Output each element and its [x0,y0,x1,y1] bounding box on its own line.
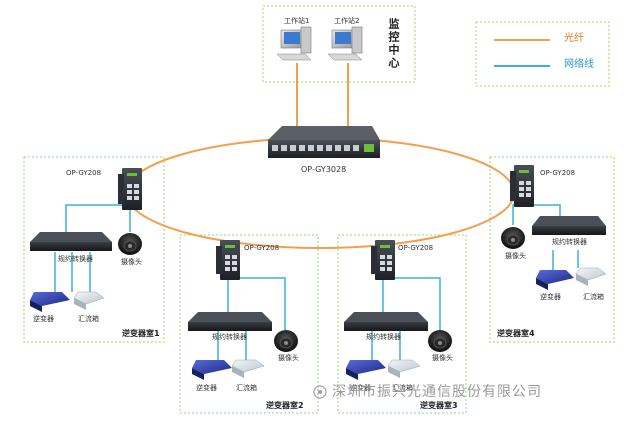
room4-camera-icon [501,227,525,249]
room2-combiner-icon [231,359,265,378]
room1-camera-label: 摄像头 [121,258,142,266]
legend-network-label: 网络线 [564,59,594,70]
room4-camera-label: 摄像头 [505,252,526,260]
room3-box [337,234,467,414]
room3-switch-icon [371,240,395,280]
room2-box [179,234,319,414]
room3-inverter-icon [346,360,386,380]
monitoring-center-box [262,5,416,83]
room3-inverter-label: 逆变器 [350,384,371,392]
room1-switch-icon [118,168,142,210]
room4-inverter-label: 逆变器 [540,293,561,301]
workstation1-label: 工作站1 [284,17,310,25]
room2-switch-label: OP-GY208 [244,244,280,252]
room1-converter-label: 规约转换器 [58,255,93,263]
room2-title: 逆变器室2 [266,401,304,410]
room4-converter-label: 规约转换器 [552,238,587,246]
room2-switch-icon [216,240,240,280]
room1-inverter-label: 逆变器 [33,315,54,323]
room3-camera-label: 摄像头 [432,354,453,362]
room3-converter-icon [344,312,428,331]
room1-combiner-icon [73,291,105,310]
room3-combiner-icon [387,359,421,378]
legend-box [475,21,610,87]
room2-converter-label: 规约转换器 [212,333,247,341]
room4-box [489,156,615,343]
legend-fiber-label: 光纤 [564,33,584,44]
room3-combiner-label: 汇流箱 [392,384,413,392]
room1-inverter-icon [30,292,70,312]
room2-camera-icon [274,330,298,352]
room2-inverter-icon [192,360,232,380]
room3-converter-label: 规约转换器 [366,333,401,341]
room4-combiner-label: 汇流箱 [583,293,604,301]
room3-switch-label: OP-GY208 [398,244,434,252]
core-switch-icon [268,126,380,158]
room1-camera-icon [118,233,142,255]
room2-camera-label: 摄像头 [278,354,299,362]
room3-title: 逆变器室3 [420,401,458,410]
room2-inverter-label: 逆变器 [196,384,217,392]
room4-switch-icon [510,165,534,207]
room4-switch-label: OP-GY208 [540,169,576,177]
workstation1-icon [276,26,312,61]
room2-converter-icon [188,312,272,331]
room4-title: 逆变器室4 [497,329,535,338]
company-watermark: 深圳市振兴光通信股份有限公司 [332,384,542,400]
room1-box [23,156,165,343]
room3-camera-icon [428,330,452,352]
workstation2-icon [327,26,363,61]
room1-switch-label: OP-GY208 [66,169,102,177]
room1-combiner-label: 汇流箱 [78,315,99,323]
room4-inverter-icon [536,270,574,290]
company-logo-icon [313,385,327,399]
workstation2-label: 工作站2 [334,17,360,25]
core-switch-label: OP-GY3028 [301,165,347,174]
room1-converter-icon [30,232,112,251]
room2-combiner-label: 汇流箱 [236,384,257,392]
room4-converter-icon [532,216,606,235]
monitoring-center-title: 监控中心 [387,18,400,70]
room1-title: 逆变器室1 [122,329,160,338]
room4-combiner-icon [575,267,607,286]
